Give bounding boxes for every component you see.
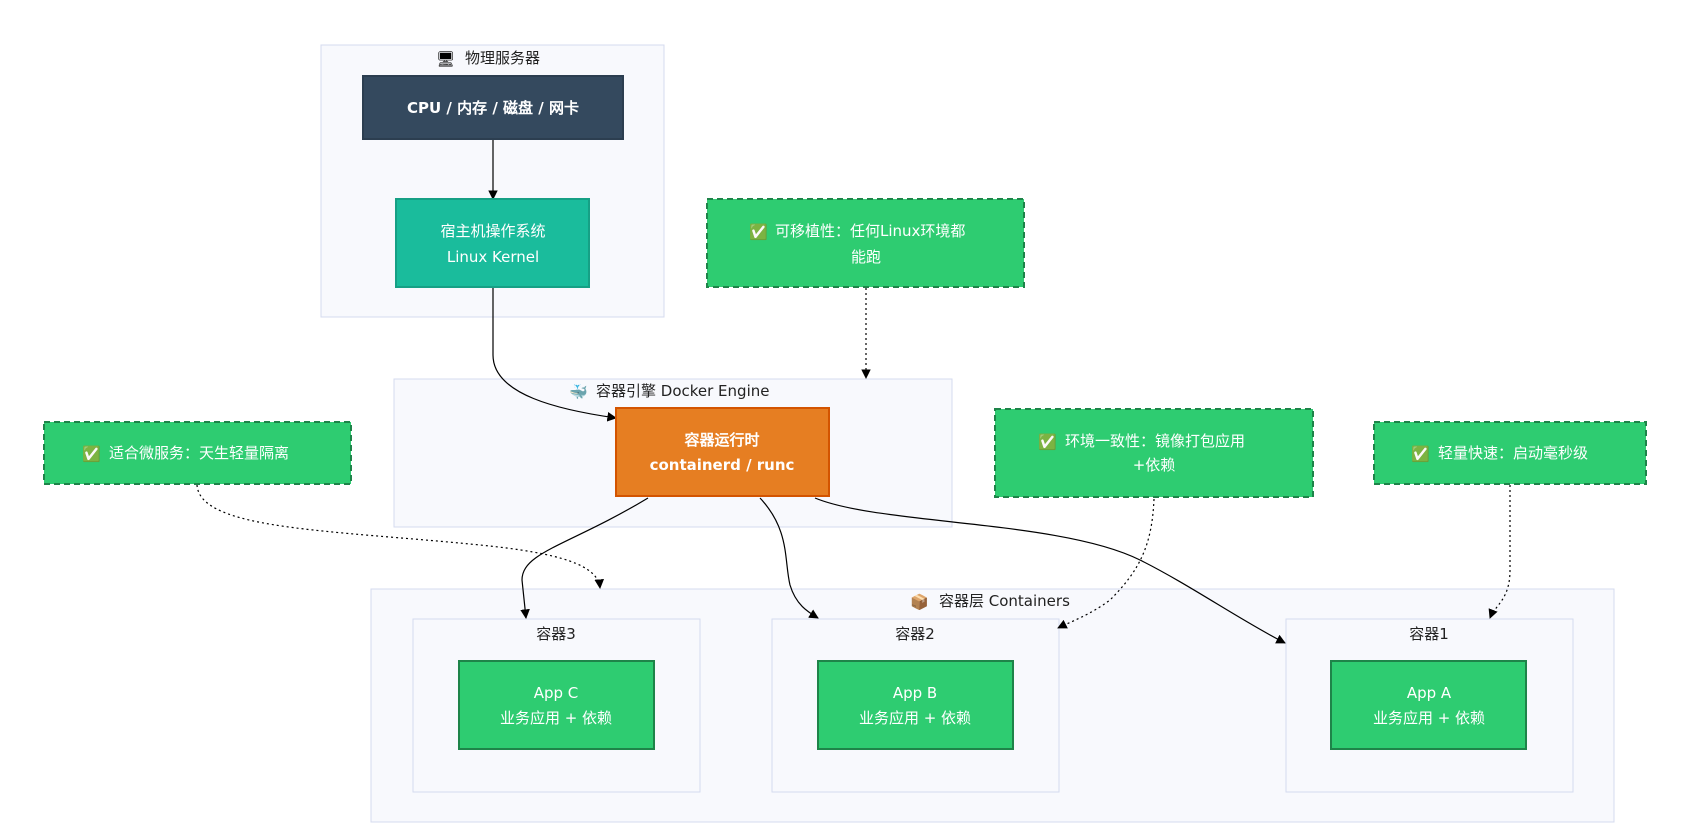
group-container1-label: 容器1 bbox=[1409, 625, 1449, 643]
node-runtime bbox=[615, 407, 830, 497]
note-portability bbox=[706, 198, 1025, 288]
node-app-a-line1: App A bbox=[1407, 684, 1452, 702]
node-host-os-line1: 宿主机操作系统 bbox=[440, 222, 545, 240]
edge-lightweight-to-container1 bbox=[1488, 485, 1511, 619]
check-icon: ✅ bbox=[1038, 433, 1057, 451]
note-portability-line2: 能跑 bbox=[851, 248, 881, 266]
group-docker-engine-label: 容器引擎 Docker Engine bbox=[596, 382, 769, 400]
check-icon: ✅ bbox=[82, 445, 101, 463]
node-app-b-line1: App B bbox=[893, 684, 937, 702]
node-runtime-line1: 容器运行时 bbox=[683, 431, 759, 449]
edge-microservices-to-containers bbox=[196, 484, 605, 589]
note-microservices-line1: 适合微服务：天生轻量隔离 bbox=[109, 444, 289, 462]
edge-consistency-to-container2 bbox=[1057, 498, 1155, 629]
check-icon: ✅ bbox=[1411, 445, 1430, 463]
node-host-os-line2: Linux Kernel bbox=[447, 248, 539, 266]
note-portability-line1: 可移植性：任何Linux环境都 bbox=[775, 222, 965, 240]
node-app-c-line1: App C bbox=[534, 684, 579, 702]
note-consistency-line2: +依赖 bbox=[1133, 456, 1176, 474]
monitor-icon: 🖥 bbox=[436, 50, 455, 68]
node-hardware bbox=[362, 75, 624, 140]
group-container3-label: 容器3 bbox=[536, 625, 576, 643]
node-host-os bbox=[395, 198, 590, 288]
node-runtime-line2: containerd / runc bbox=[650, 456, 795, 474]
node-app-c-line2: 业务应用 + 依赖 bbox=[500, 709, 612, 727]
group-container2-label: 容器2 bbox=[895, 625, 935, 643]
note-consistency-line1: 环境一致性：镜像打包应用 bbox=[1065, 432, 1245, 450]
package-icon: 📦 bbox=[910, 593, 929, 611]
note-microservices bbox=[43, 421, 352, 485]
docker-whale-icon: 🐳 bbox=[569, 383, 588, 401]
note-lightweight bbox=[1373, 421, 1647, 485]
edge-runtime-to-app-b bbox=[759, 497, 819, 619]
node-app-a-line2: 业务应用 + 依赖 bbox=[1373, 709, 1485, 727]
check-icon: ✅ bbox=[749, 223, 768, 241]
node-app-a bbox=[1330, 660, 1527, 750]
group-physical-server-label: 物理服务器 bbox=[465, 49, 540, 67]
node-hardware-text: CPU / 内存 / 磁盘 / 网卡 bbox=[407, 99, 579, 117]
edge-runtime-to-app-c bbox=[520, 497, 649, 619]
edge-host-os-to-runtime bbox=[492, 287, 617, 422]
node-app-b bbox=[817, 660, 1014, 750]
node-app-c bbox=[458, 660, 655, 750]
edge-runtime-to-app-a bbox=[814, 497, 1286, 644]
note-lightweight-line1: 轻量快速：启动毫秒级 bbox=[1438, 444, 1588, 462]
node-app-b-line2: 业务应用 + 依赖 bbox=[859, 709, 971, 727]
group-containers-label: 容器层 Containers bbox=[939, 592, 1070, 610]
note-consistency bbox=[994, 408, 1314, 498]
